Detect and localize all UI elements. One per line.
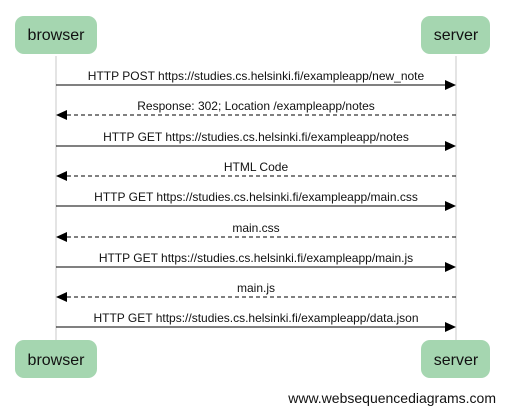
message-1: HTTP POST https://studies.cs.helsinki.fi… <box>56 69 456 90</box>
message-4: HTML Code <box>56 160 456 181</box>
message-5: HTTP GET https://studies.cs.helsinki.fi/… <box>56 190 456 211</box>
message-9: HTTP GET https://studies.cs.helsinki.fi/… <box>56 311 456 332</box>
message-3: HTTP GET https://studies.cs.helsinki.fi/… <box>56 130 456 151</box>
browser-actor-top-label: browser <box>28 27 86 44</box>
watermark-text[interactable]: www.websequencediagrams.com <box>287 390 496 406</box>
server-actor-top-label: server <box>434 27 479 44</box>
browser-actor-top: browser <box>15 16 97 54</box>
message-7-label: HTTP GET https://studies.cs.helsinki.fi/… <box>99 251 413 265</box>
browser-actor-top-box <box>15 16 97 54</box>
server-actor-top: server <box>421 16 490 54</box>
message-2: Response: 302; Location /exampleapp/note… <box>56 99 456 120</box>
message-8-label: main.js <box>237 281 275 295</box>
browser-actor-bottom: browser <box>15 340 97 378</box>
message-1-arrowhead <box>445 80 456 90</box>
message-8: main.js <box>56 281 456 302</box>
message-9-label: HTTP GET https://studies.cs.helsinki.fi/… <box>93 311 418 325</box>
server-actor-top-box <box>421 16 490 54</box>
message-8-arrowhead <box>56 292 67 302</box>
message-6: main.css <box>56 221 456 242</box>
server-actor-bottom-box <box>421 340 490 378</box>
message-5-label: HTTP GET https://studies.cs.helsinki.fi/… <box>94 190 418 204</box>
message-3-label: HTTP GET https://studies.cs.helsinki.fi/… <box>103 130 409 144</box>
message-6-label: main.css <box>232 221 279 235</box>
message-9-arrowhead <box>445 322 456 332</box>
server-actor-bottom: server <box>421 340 490 378</box>
message-5-arrowhead <box>445 201 456 211</box>
server-actor-bottom-label: server <box>434 352 479 369</box>
message-7: HTTP GET https://studies.cs.helsinki.fi/… <box>56 251 456 272</box>
message-2-label: Response: 302; Location /exampleapp/note… <box>137 99 375 113</box>
message-1-label: HTTP POST https://studies.cs.helsinki.fi… <box>88 69 425 83</box>
message-2-arrowhead <box>56 110 67 120</box>
browser-actor-bottom-box <box>15 340 97 378</box>
message-4-label: HTML Code <box>224 160 289 174</box>
message-3-arrowhead <box>445 141 456 151</box>
message-list: HTTP POST https://studies.cs.helsinki.fi… <box>56 69 456 332</box>
message-7-arrowhead <box>445 262 456 272</box>
message-4-arrowhead <box>56 171 67 181</box>
browser-actor-bottom-label: browser <box>28 352 86 369</box>
message-6-arrowhead <box>56 232 67 242</box>
